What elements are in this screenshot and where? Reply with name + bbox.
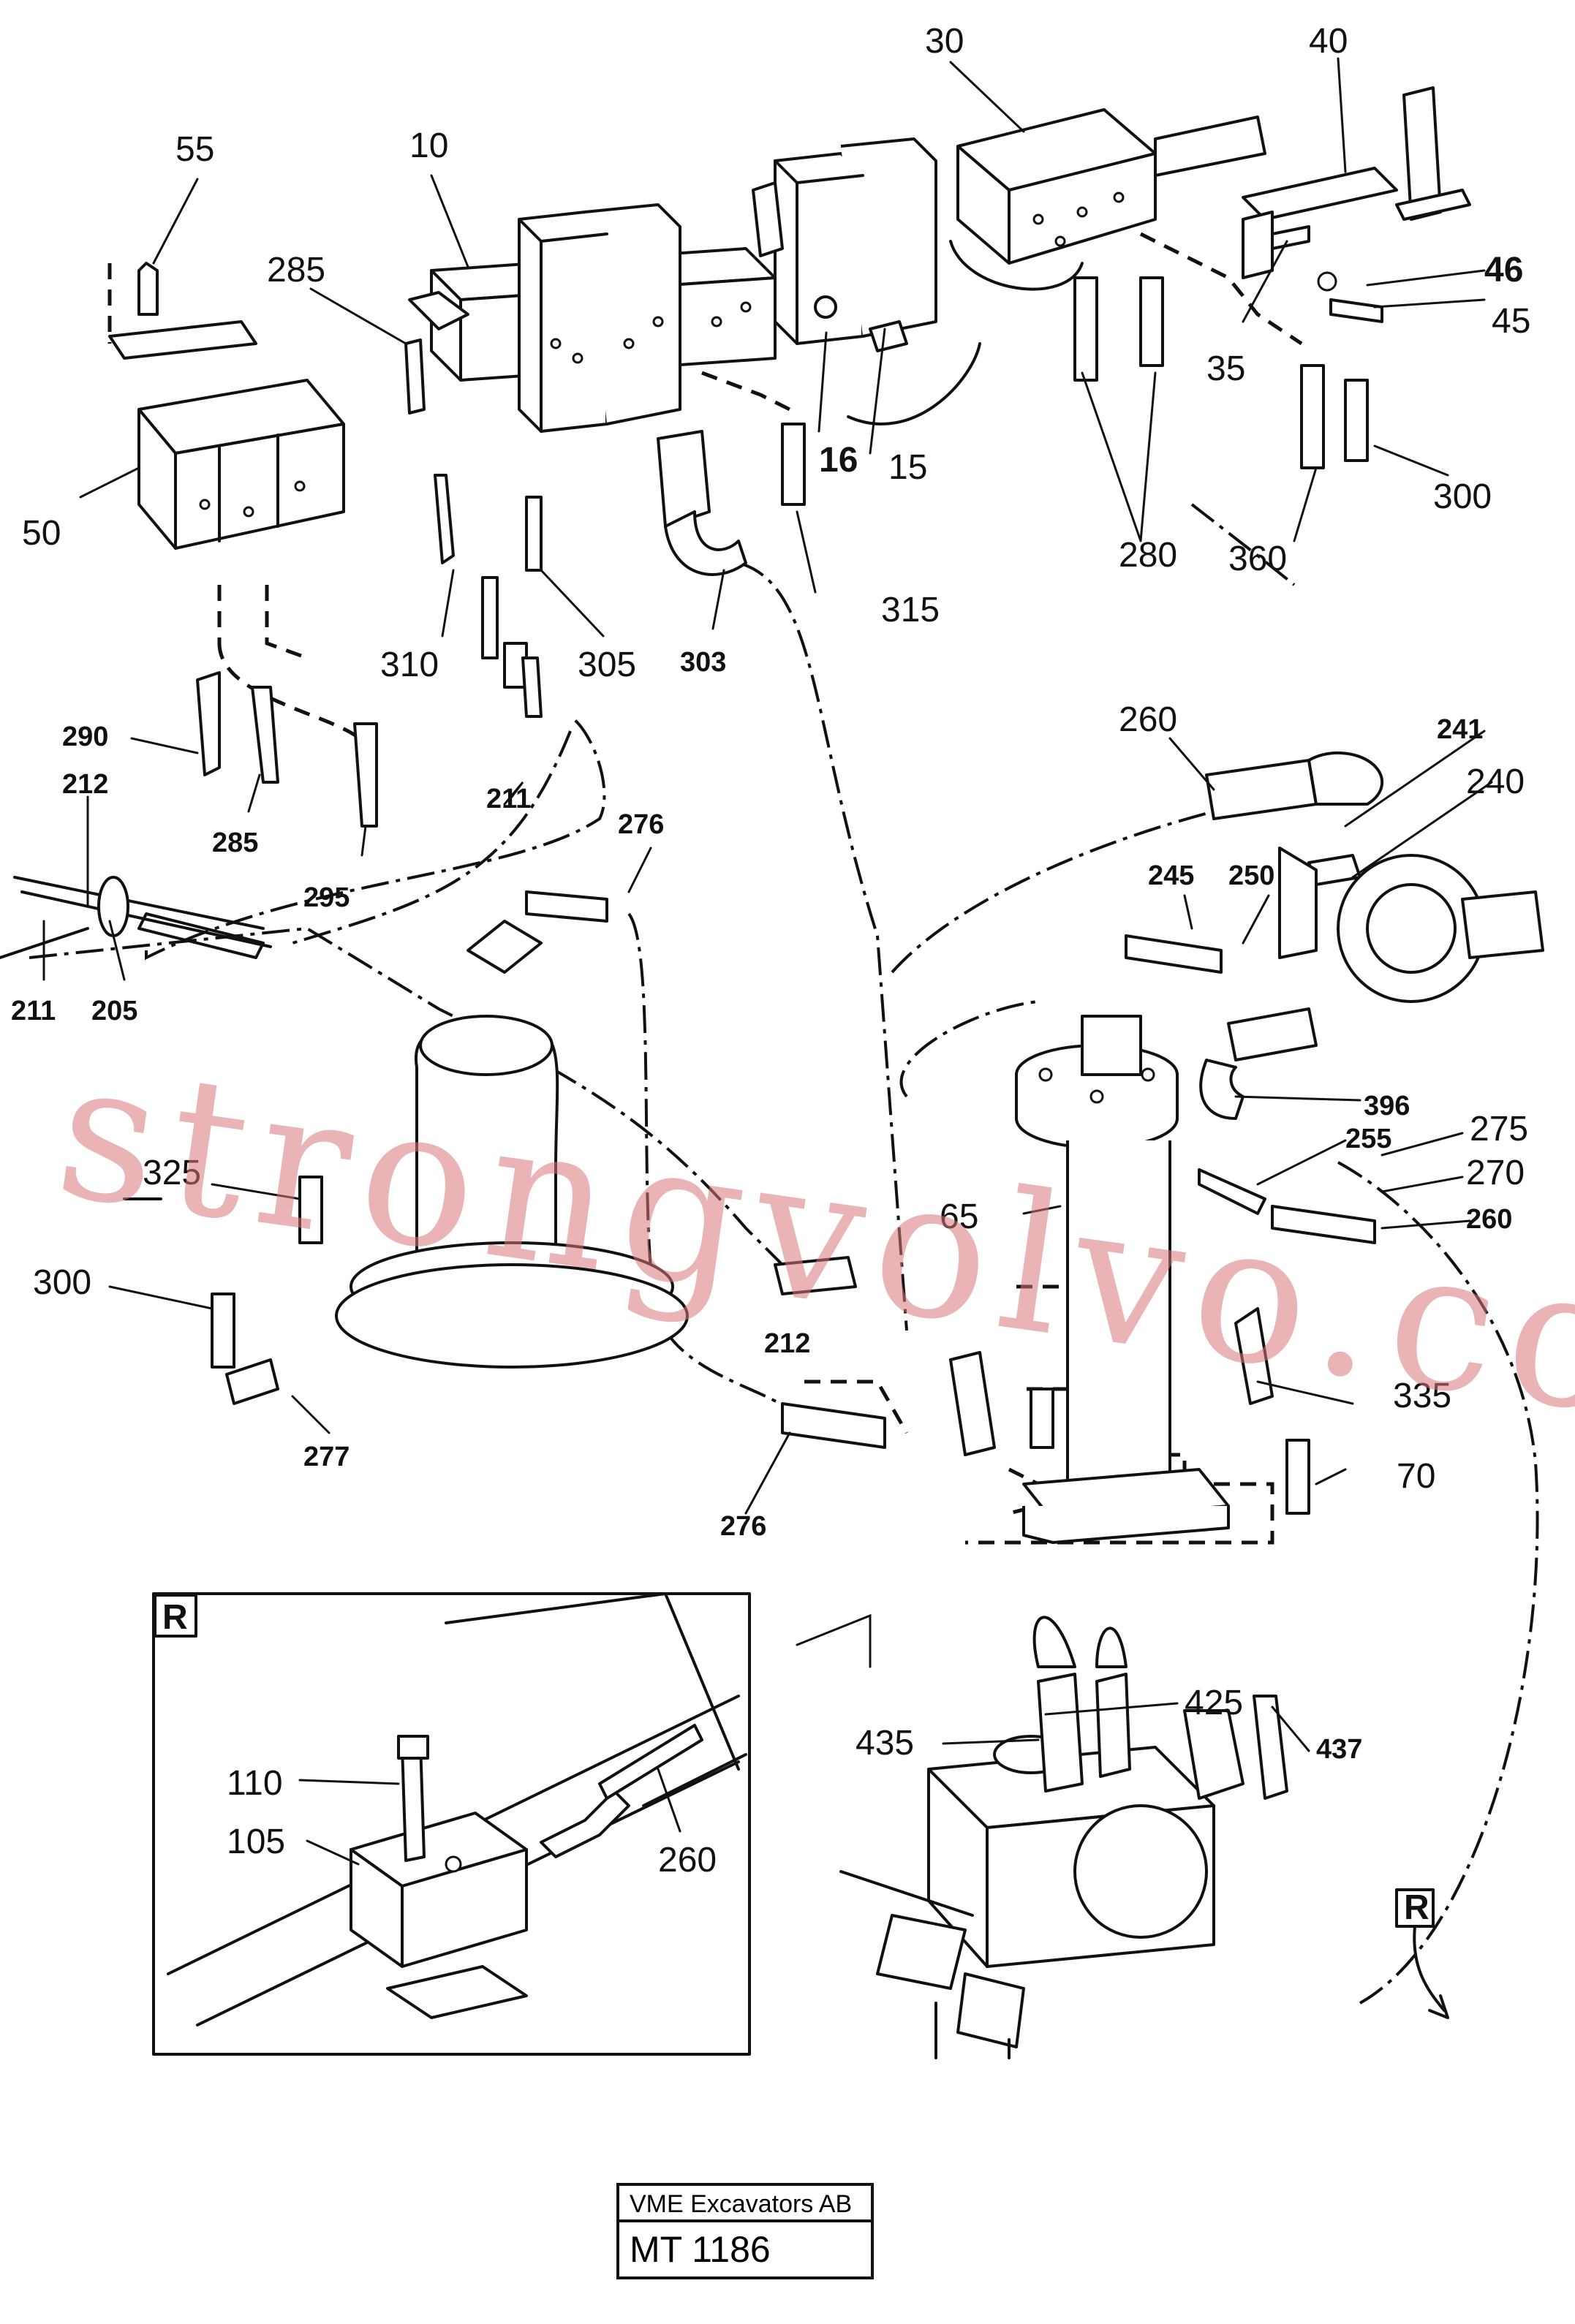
callout-360: 360 [1228,540,1287,578]
callout-260b: 260 [1466,1204,1512,1235]
callout-240: 240 [1466,762,1525,801]
callout-437: 437 [1316,1734,1362,1765]
callout-105: 105 [227,1823,285,1861]
callout-285b: 285 [212,828,258,858]
callout-275: 275 [1470,1110,1528,1148]
hose-fittings-top [196,276,1369,828]
callout-270: 270 [1466,1154,1525,1192]
callout-255: 255 [1345,1124,1391,1154]
callout-303: 303 [680,647,726,678]
callout-16: 16 [819,441,858,480]
manifold-lower [839,1616,1449,2059]
callout-260c: 260 [658,1841,717,1880]
callout-276b: 276 [720,1511,766,1542]
callout-211b: 211 [11,996,56,1026]
valve-block-50 [108,262,345,550]
callout-245: 245 [1148,860,1194,891]
detail-r-inset [152,1592,751,2056]
callout-211: 211 [486,784,531,814]
callout-212: 212 [62,769,108,800]
callout-260: 260 [1119,700,1177,739]
callout-290: 290 [62,722,108,752]
callout-310: 310 [380,646,439,684]
callout-40: 40 [1309,22,1348,61]
title-block: VME Excavators AB MT 1186 [616,2183,874,2279]
block-30 [956,108,1266,265]
callout-212b: 212 [764,1328,810,1359]
callout-10: 10 [409,126,448,165]
company-name: VME Excavators AB [619,2186,871,2222]
callout-250: 250 [1228,860,1274,891]
bracket-40 [1242,86,1471,323]
pump-240 [1125,751,1544,1120]
callout-425: 425 [1185,1684,1243,1722]
callout-335: 335 [1393,1377,1451,1415]
pipe-clamp-205 [0,876,272,959]
callout-315: 315 [881,591,940,629]
callout-295: 295 [303,882,350,913]
filter-column-65 [1015,1015,1376,1544]
callout-46: 46 [1484,251,1523,289]
callout-300b: 300 [33,1263,91,1302]
callout-110: 110 [227,1764,283,1803]
callout-241: 241 [1437,714,1483,745]
detail-r-marker: R [162,1598,188,1637]
callout-50: 50 [22,514,61,553]
callout-396: 396 [1364,1091,1410,1121]
callout-70: 70 [1397,1457,1435,1496]
callout-65: 65 [940,1197,978,1236]
leader-lines [42,57,1493,1866]
callout-285: 285 [267,251,325,289]
callout-35: 35 [1206,349,1245,388]
callout-435: 435 [856,1724,914,1763]
callout-45: 45 [1492,302,1530,341]
callout-205: 205 [91,996,137,1026]
detail-r-reference: R [1404,1888,1429,1927]
callout-276: 276 [618,809,664,840]
valve-assembly-10 [408,137,937,433]
callout-55: 55 [175,130,214,169]
callout-280: 280 [1119,536,1177,575]
callout-325: 325 [143,1154,201,1192]
callout-305: 305 [578,646,636,684]
callout-300: 300 [1433,477,1492,516]
callout-277: 277 [303,1442,350,1472]
swivel-joint [211,890,1310,1515]
callout-labels: 55 10 285 30 40 46 45 35 50 16 15 280 36… [11,22,1530,1927]
callout-30: 30 [925,22,964,61]
callout-15: 15 [888,448,927,487]
drawing-number: MT 1186 [630,2229,771,2270]
